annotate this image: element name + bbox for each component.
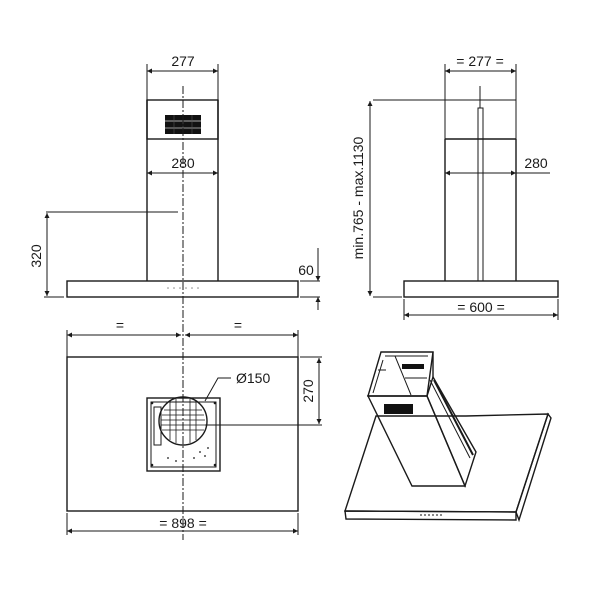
dim-side-chimney-lower: 280 [524, 155, 548, 171]
dim-plan-half-left: = [116, 317, 124, 333]
perspective-view [344, 351, 552, 523]
dim-side-chimney-top: = 277 = [456, 53, 504, 69]
dim-plan-outlet-diameter: Ø150 [236, 370, 270, 386]
dim-front-height-320: 320 [28, 244, 44, 268]
dim-front-chimney-top: 277 [171, 53, 195, 69]
dim-plan-offset-270: 270 [300, 379, 316, 403]
dim-plan-half-right: = [234, 317, 242, 333]
dim-front-chimney-lower: 280 [171, 155, 195, 171]
dim-side-height-range: min.765 - max.1130 [350, 136, 366, 259]
front-view: 277 280 320 60 [28, 53, 321, 540]
control-panel-icon [384, 404, 413, 414]
motor-unit-icon [146, 396, 221, 472]
dim-front-canopy-60: 60 [298, 262, 314, 278]
dim-plan-length-898: = 898 = [159, 515, 207, 531]
plan-view: = = = 898 = Ø150 270 [66, 317, 322, 535]
dim-side-canopy-600: = 600 = [457, 299, 505, 315]
side-view: = 277 = min.765 - max.1130 280 = 600 = [350, 53, 559, 320]
